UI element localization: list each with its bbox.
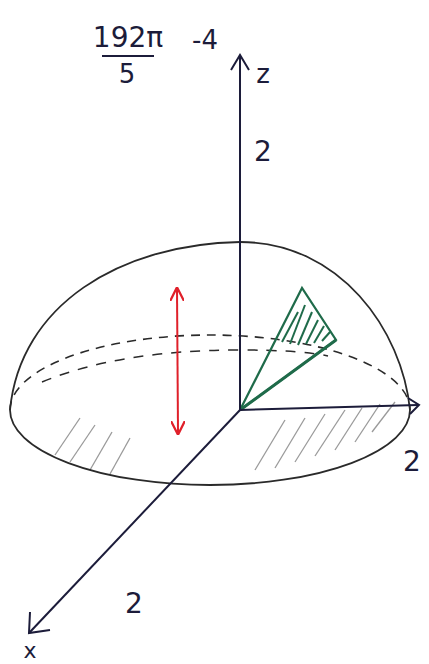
axes [29, 55, 419, 633]
formula-numerator: 192π [93, 24, 163, 52]
base-front [10, 410, 410, 485]
axis-tick-value: 2 [254, 138, 272, 166]
result-value: -4 [192, 27, 218, 53]
axis-tick-value: 2 [125, 590, 143, 618]
height-arrow [177, 290, 178, 432]
formula-denominator: 5 [119, 61, 136, 87]
dome-outline [10, 242, 410, 410]
base-hatching [55, 402, 395, 474]
axis-tick-value: 2 [403, 448, 421, 476]
fraction-bar [102, 55, 154, 57]
axis-label: z [256, 61, 270, 87]
axis-label: x [23, 640, 36, 662]
base-back-dashed [10, 335, 410, 410]
green-wedge [240, 288, 336, 410]
